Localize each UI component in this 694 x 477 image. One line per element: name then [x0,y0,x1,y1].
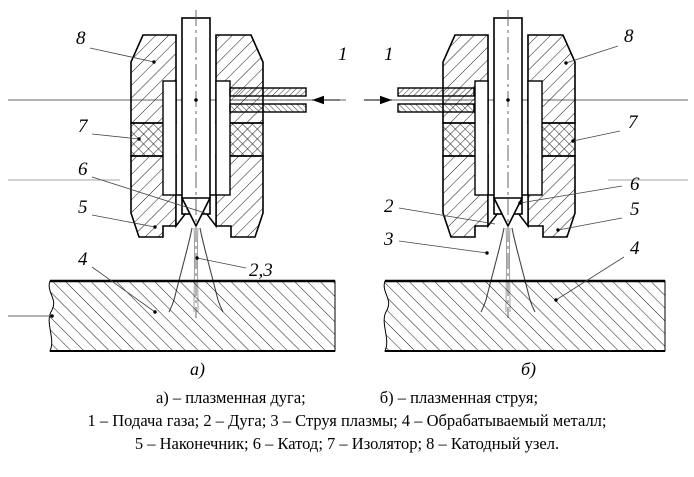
callout-a-8: 8 [76,28,86,49]
cathode-sleeve-right-b [527,80,543,196]
caption-subfigure-row: а) – плазменная дуга; б) – плазменная ст… [0,386,694,409]
callout-a-7: 7 [78,116,89,137]
callout-a-1: 1 [338,44,348,65]
caption-b: б) – плазменная струя; [379,388,539,407]
callout-dots-b [485,61,575,302]
callout-a-5: 5 [78,197,88,218]
gas-tube-lower-a [229,103,307,113]
workpiece-b [383,280,666,352]
subfigure-label-a: а) [190,359,205,380]
cathode-sleeve-left-b [474,80,489,196]
callout-leaders-b [398,45,625,301]
callout-b-4: 4 [630,238,640,259]
callout-b-3: 3 [383,229,394,250]
workpiece-a [48,280,336,352]
callout-leaders-a [89,47,247,313]
subfigure-b: 8 7 6 5 4 1 2 3 б) [364,10,688,380]
callout-a-2-3: 2,3 [249,260,273,281]
caption-a: а) – плазменная дуга; [155,388,306,407]
callout-a-4: 4 [78,249,88,270]
callout-b-1: 1 [384,44,394,65]
workpiece-axis-dot-a [50,314,54,318]
callout-b-7: 7 [628,112,639,133]
caption-legend-line-1: 1 – Подача газа; 2 – Дуга; 3 – Струя пла… [87,411,607,430]
callout-b-5: 5 [630,199,640,220]
callout-a-6: 6 [78,159,88,180]
cathode-sleeve-left-a [162,80,177,196]
callout-dots-a [137,60,199,314]
figure-caption: а) – плазменная дуга; б) – плазменная ст… [0,386,694,455]
callout-b-6: 6 [630,174,640,195]
gas-tube-lower-b [397,103,475,113]
center-dot-b [506,98,510,102]
caption-legend-line-2: 5 – Наконечник; 6 – Катод; 7 – Изолятор;… [134,434,560,453]
callout-b-2: 2 [384,196,394,217]
cathode-sleeve-right-a [215,80,231,196]
subfigure-a: 8 7 6 5 4 1 2,3 а) [8,10,348,380]
callout-b-8: 8 [624,26,634,47]
gas-tube-upper-a [229,87,307,97]
gas-tube-upper-b [397,87,475,97]
subfigure-label-b: б) [521,359,536,380]
center-dot-a [194,98,198,102]
